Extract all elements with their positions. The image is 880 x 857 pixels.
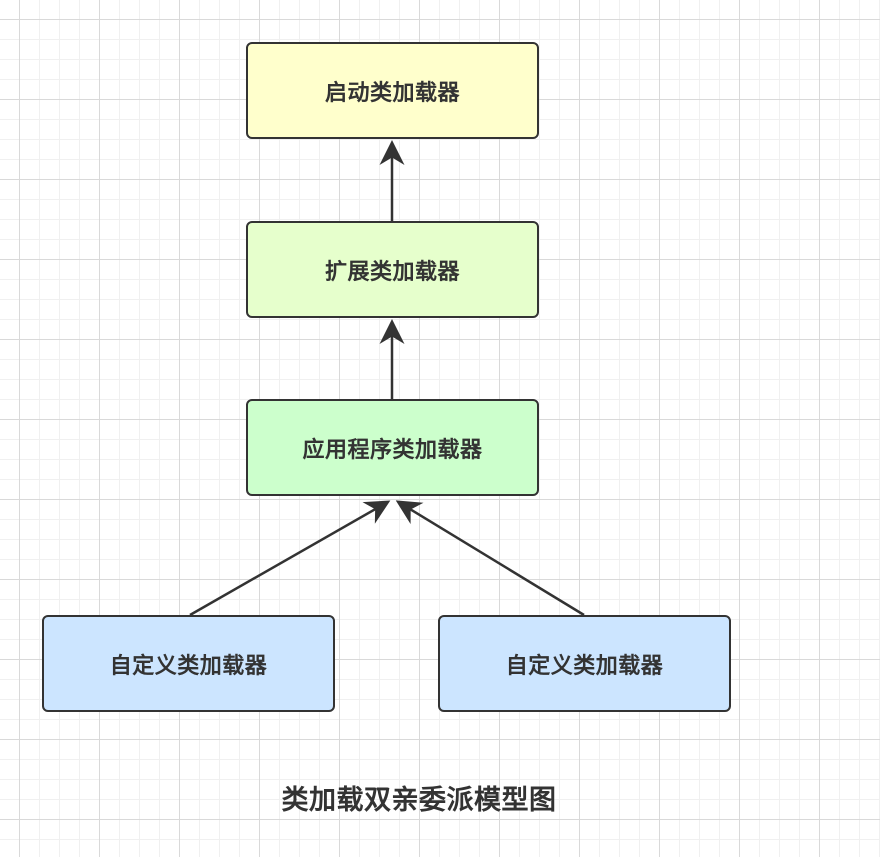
diagram-title: 类加载双亲委派模型图 [281,785,557,816]
custom-classloader-node-1[interactable]: 自定义类加载器 [42,615,335,712]
bootstrap-classloader-node[interactable]: 启动类加载器 [246,42,539,139]
custom-classloader-label-1: 自定义类加载器 [109,653,268,679]
extension-classloader-node[interactable]: 扩展类加载器 [246,221,539,318]
bootstrap-classloader-label: 启动类加载器 [324,80,460,106]
application-classloader-label: 应用程序类加载器 [302,437,483,463]
custom-classloader-label-2: 自定义类加载器 [505,653,664,679]
extension-classloader-label: 扩展类加载器 [324,259,460,285]
application-classloader-node[interactable]: 应用程序类加载器 [246,399,539,496]
edge-custom2-to-application [395,500,585,617]
edge-custom1-to-application [189,500,391,617]
custom-classloader-node-2[interactable]: 自定义类加载器 [438,615,731,712]
